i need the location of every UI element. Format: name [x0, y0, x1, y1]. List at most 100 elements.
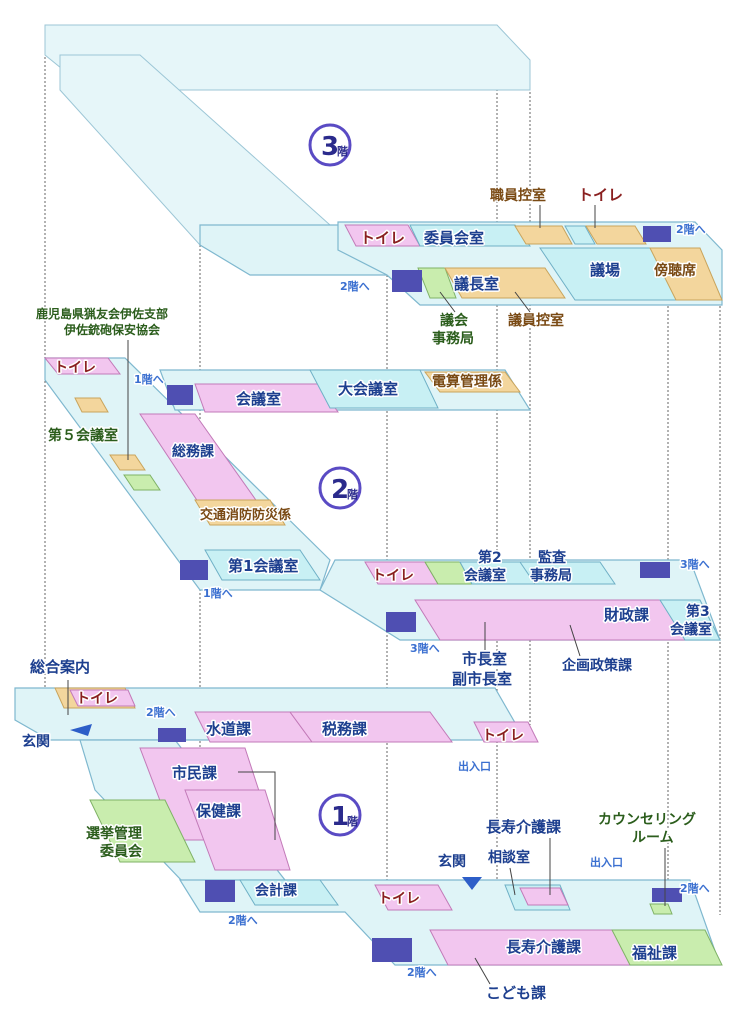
- f2-computing-label: 電算管理係: [432, 373, 502, 390]
- f2-meeting-room-1: [204, 549, 321, 581]
- f2-stairs-1f-label: 1階へ: [203, 586, 233, 600]
- f1-health: [184, 789, 291, 871]
- f1-counseling-label-b: ルーム: [632, 830, 674, 846]
- f1-counseling-label-a: カウンセリング: [598, 811, 696, 828]
- f2-stairs-up: [167, 385, 193, 405]
- f3-committee-room: [409, 224, 531, 247]
- f3-council-office-label-2: 事務局: [432, 330, 474, 347]
- f2-large-meeting-room-label: 大会議室: [338, 380, 398, 398]
- floor-3: トイレ 委員会室 職員控室 トイレ 2階へ 議場 傍聴席 議長室 2階へ 議会 …: [44, 24, 723, 349]
- f2-toilet-right-label: トイレ: [372, 568, 414, 584]
- f1-election-label-b: 委員会: [99, 843, 143, 860]
- f1-entrance-right-marker: [462, 877, 482, 890]
- floor-1-badge: [318, 793, 362, 837]
- f2-meeting-room-2-label-a: 第2: [478, 549, 502, 566]
- f1-accounting-label: 会計課: [255, 882, 298, 899]
- f2-traffic-fire-label: 交通消防防災係: [200, 507, 291, 523]
- f2-audit-label-a: 監査: [538, 549, 567, 566]
- f2-meeting-room-3-label-b: 会議室: [670, 621, 712, 638]
- f3-chairman-room: [444, 267, 566, 299]
- f3-office-strip: [417, 267, 457, 299]
- f3-stairs-right: [643, 226, 671, 242]
- f1-election: [89, 799, 196, 863]
- f3-small-room: [564, 225, 596, 245]
- f1-toilet-mid-box: [473, 721, 539, 743]
- floor-3-badge: [308, 123, 352, 167]
- f3-gallery: [649, 247, 723, 301]
- f3-stairs-right-label: 2階へ: [676, 222, 706, 236]
- f1-entrance-right-label: 玄関: [438, 853, 466, 870]
- f1-consultation-label: 相談室: [488, 849, 530, 866]
- f1-toilet-right-box: [374, 884, 453, 911]
- f1-stairs-top-label: 2階へ: [146, 705, 176, 719]
- f1-stairs-low-label: 2階へ: [228, 913, 258, 927]
- f3-council-office-label-1: 議会: [440, 312, 469, 329]
- f3-toilet-top-box: [585, 225, 647, 245]
- f2-stairs-up-label: 1階へ: [134, 372, 164, 386]
- f1-welfare: [611, 929, 723, 966]
- f1-accounting: [239, 879, 339, 906]
- f1-consultation-inner: [519, 887, 569, 906]
- f3-stairs-left-label: 2階へ: [340, 279, 370, 293]
- f2-meeting-room: [194, 383, 339, 413]
- floor-2-badge-suffix: 階: [347, 487, 358, 501]
- f1-exit-mid-label: 出入口: [458, 759, 491, 773]
- f2-planning-label: 企画政策課: [561, 657, 633, 674]
- f2-audit-label-b: 事務局: [530, 567, 572, 584]
- f2-stairs-3f-low: [386, 612, 416, 632]
- f1-citizen-label: 市民課: [172, 764, 218, 782]
- f3-toilet-label: トイレ: [360, 229, 405, 247]
- f1-stairs-top: [158, 728, 186, 742]
- floor-3-badge-suffix: 階: [337, 144, 348, 158]
- f3-stairs-left: [392, 270, 422, 292]
- f1-entrance-left-label: 玄関: [22, 733, 50, 750]
- f1-entrance-left-marker: [70, 724, 92, 736]
- f2-large-meeting-room: [309, 369, 439, 409]
- floor-1-badge-number: 1: [331, 802, 349, 832]
- f1-tax-label: 税務課: [322, 720, 368, 738]
- f2-stairs-1f: [180, 560, 208, 580]
- f2-hunting-assoc-label-2: 伊佐銃砲保安協会: [63, 322, 161, 337]
- f1-toilet-left-box: [69, 689, 136, 707]
- f1-tax: [289, 711, 453, 743]
- f2-box-c: [123, 474, 161, 491]
- f3-staff-room-label: 職員控室: [490, 187, 546, 204]
- f3-chairman-label: 議長室: [454, 275, 499, 293]
- f3-staff-room-box: [514, 225, 573, 245]
- f2-meeting-room-3: [659, 599, 721, 641]
- f1-stairs-right-label: 2階へ: [680, 881, 710, 895]
- f1-stairs-right: [652, 888, 682, 902]
- f2-stairs-3f: [640, 562, 670, 578]
- f2-meeting-room-1-label: 第1会議室: [228, 557, 298, 575]
- floor-1-badge-suffix: 階: [347, 814, 358, 828]
- f2-stairs-3f-low-label: 3階へ: [410, 641, 440, 655]
- f1-welfare-label: 福祉課: [631, 944, 678, 962]
- f2-toilet-left-label: トイレ: [54, 360, 96, 376]
- f1-longevity-care-label: 長寿介護課: [506, 938, 582, 956]
- f1-toilet-right-label: トイレ: [378, 891, 420, 907]
- f2-toilet-left-box: [43, 357, 121, 375]
- f3-toilet-top-label: トイレ: [578, 186, 623, 204]
- f3-assembly-hall-label: 議場: [590, 261, 620, 279]
- f1-toilet-left-label: トイレ: [76, 691, 118, 707]
- f1-exit-right-label: 出入口: [590, 855, 623, 869]
- f2-box-b: [109, 454, 146, 471]
- f2-computing: [424, 371, 521, 393]
- f2-meeting-room-5-label: 第５会議室: [48, 427, 118, 444]
- floor-3-badge-number: 3: [321, 132, 339, 162]
- f1-water-label: 水道課: [206, 720, 252, 738]
- f3-gallery-label: 傍聴席: [654, 262, 696, 279]
- floor-2: 鹿児島県猟友会伊佐支部 伊佐銃砲保安協会 トイレ 1階へ 会議室 大会議室 電算…: [35, 305, 721, 690]
- floor-2-badge: [318, 466, 362, 510]
- f1-health-label: 保健課: [195, 802, 242, 820]
- f1-info-desk-label: 総合案内: [30, 658, 90, 676]
- f2-audit: [519, 561, 616, 585]
- f1-election-label-a: 選挙管理: [86, 825, 142, 842]
- f2-finance-label: 財政課: [603, 606, 650, 624]
- floor-1: 総合案内 トイレ 玄関 2階へ 水道課 税務課 トイレ 出入口 市民課 保健課 …: [14, 657, 723, 1004]
- f2-general-affairs-label: 総務課: [172, 443, 215, 460]
- floor-2-badge-number: 2: [331, 475, 349, 505]
- f1-longevity-care-top-label: 長寿介護課: [486, 818, 562, 836]
- f1-children-label: こども課: [486, 984, 547, 1002]
